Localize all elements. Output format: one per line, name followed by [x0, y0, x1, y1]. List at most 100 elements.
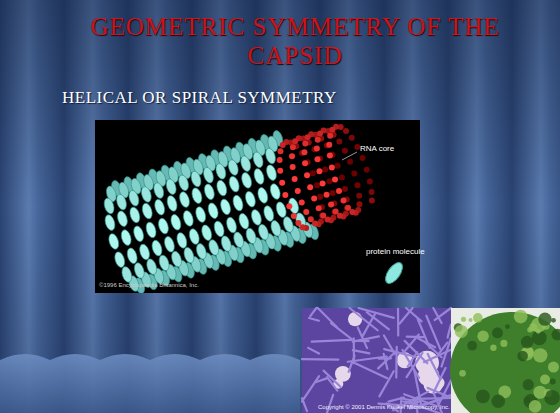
- rna-bead: [367, 178, 373, 184]
- rna-bead: [333, 209, 339, 215]
- virus-rod: [353, 350, 370, 353]
- mosaic-spot: [514, 310, 528, 324]
- rna-bead: [330, 190, 336, 196]
- protein-subunit: [102, 197, 115, 215]
- protein-subunit: [239, 155, 252, 173]
- virus-rod: [384, 349, 416, 357]
- protein-subunit: [140, 185, 153, 203]
- mosaic-spot: [551, 318, 556, 323]
- illustration-panel: [95, 120, 420, 293]
- subtitle: HELICAL OR SPIRAL SYMMETRY: [62, 89, 337, 108]
- virus-rod: [405, 341, 428, 363]
- rna-bead: [279, 180, 285, 186]
- mosaic-spot: [551, 329, 560, 341]
- protein-subunit: [195, 242, 208, 260]
- protein-subunit: [269, 219, 282, 237]
- protein-subunit: [275, 201, 288, 219]
- protein-subunit: [120, 265, 133, 283]
- mosaic-spot: [540, 374, 550, 384]
- copyright-note: Copyright © 2001 Dennis Kunkel Microscop…: [318, 404, 450, 411]
- virus-rod: [302, 376, 319, 401]
- protein-subunit: [256, 186, 269, 204]
- protein-subunit: [182, 246, 195, 264]
- rna-bead: [349, 135, 355, 141]
- virus-rod: [308, 348, 319, 354]
- rna-bead: [351, 171, 357, 177]
- micrograph-photo: [302, 308, 451, 413]
- rna-bead: [310, 170, 316, 176]
- protein-subunit: [133, 262, 146, 280]
- mosaic-spot: [536, 329, 541, 334]
- rna-bead: [320, 180, 326, 186]
- virus-rod: [348, 357, 387, 362]
- rna-bead: [326, 142, 332, 148]
- rna-bead: [290, 164, 296, 170]
- virus-rod: [404, 335, 419, 352]
- rna-bead: [315, 137, 321, 143]
- rna-bead: [314, 145, 320, 151]
- rna-bead: [340, 198, 346, 204]
- rna-bead: [359, 155, 365, 161]
- virus-rod: [406, 308, 422, 321]
- protein-subunit: [128, 206, 141, 224]
- protein-subunit: [175, 231, 188, 249]
- rna-bead: [336, 139, 342, 145]
- protein-subunit: [194, 206, 207, 224]
- rna-bead: [282, 192, 288, 198]
- protein-subunit: [115, 193, 128, 211]
- rna-bead: [301, 149, 307, 155]
- rna-bead: [314, 182, 320, 188]
- protein-subunit: [145, 258, 158, 276]
- mosaic-spot: [461, 317, 466, 322]
- label-holder: RNA core: [360, 145, 394, 154]
- rna-bead: [303, 209, 309, 215]
- rna-bead: [316, 168, 322, 174]
- rna-bead: [292, 176, 298, 182]
- rna-bead: [364, 167, 370, 173]
- rna-bead: [336, 188, 342, 194]
- protein-subunit: [157, 254, 170, 272]
- protein-subunit: [251, 151, 264, 169]
- protein-subunit: [157, 217, 170, 235]
- protein-subunit: [265, 164, 278, 182]
- mosaic-spot: [527, 327, 533, 333]
- rna-bead: [343, 128, 349, 134]
- protein-subunit: [138, 243, 151, 261]
- protein-subunit: [252, 168, 265, 186]
- protein-subunit: [190, 187, 203, 205]
- protein-subunit: [153, 198, 166, 216]
- rna-bead: [327, 133, 333, 139]
- virus-rod: [388, 398, 403, 402]
- rna-bead: [290, 144, 296, 150]
- rna-bead: [347, 159, 353, 165]
- rna-bead: [302, 140, 308, 146]
- virus-rod: [309, 318, 319, 321]
- protein-subunit: [269, 183, 282, 201]
- mosaic-spot: [505, 324, 510, 329]
- mosaic-spot: [533, 348, 547, 362]
- mosaic-spot: [492, 327, 503, 338]
- protein-subunit: [116, 210, 129, 228]
- protein-subunit: [165, 178, 178, 196]
- protein-subunit: [257, 223, 270, 241]
- virus-rod: [441, 338, 451, 366]
- rna-bead: [354, 182, 360, 188]
- protein-subunit: [182, 209, 195, 227]
- rna-bead: [322, 167, 328, 173]
- rna-bead: [314, 156, 320, 162]
- protein-subunit: [170, 250, 183, 268]
- protein-subunit: [113, 251, 126, 269]
- virus-rod: [414, 371, 421, 406]
- protein-subunit: [127, 189, 140, 207]
- mosaic-spot: [455, 325, 468, 338]
- rna-bead: [369, 189, 375, 195]
- protein-subunit: [231, 194, 244, 212]
- rna-bead: [302, 160, 308, 166]
- protein-subunit: [163, 235, 176, 253]
- rna-bead: [356, 193, 362, 199]
- protein-subunit: [120, 229, 133, 247]
- rna-bead: [354, 144, 360, 150]
- virus-rod: [359, 308, 394, 318]
- rna-bead: [339, 174, 345, 180]
- protein-subunit: [202, 166, 215, 184]
